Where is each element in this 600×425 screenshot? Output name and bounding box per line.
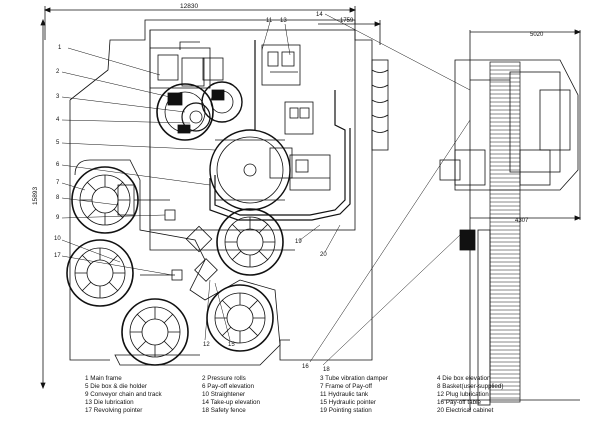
die-box-housing (149, 41, 224, 89)
callout-9: 9 (56, 215, 60, 221)
callout-12: 12 (203, 342, 210, 348)
callout-10: 10 (54, 236, 61, 242)
callout-14: 14 (316, 12, 323, 18)
callout-numbers: 1 2 3 4 5 6 7 8 9 10 11 12 13 14 15 16 1… (54, 12, 330, 373)
callout-7: 7 (56, 180, 60, 186)
payoff-table-outline (74, 159, 281, 366)
callout-8: 8 (56, 195, 60, 201)
straightener (117, 184, 176, 221)
side-drum-rib-lines (490, 65, 520, 399)
conveyor-track (209, 40, 351, 221)
take-up-drum (209, 129, 291, 211)
payoff-basket-3 (66, 239, 134, 307)
payoff-basket-5 (206, 284, 274, 352)
payoff-basket-1 (71, 166, 139, 234)
dimension-overall-width: 12830 (43, 3, 357, 40)
dimension-side-bottom-label: 4307 (515, 218, 529, 224)
callout-6: 6 (56, 162, 60, 168)
dimension-overall-height-label: 15893 (32, 187, 39, 205)
pressure-rolls-assembly (156, 81, 243, 141)
side-view: 5020 4307 (439, 29, 582, 410)
pointing-station (269, 147, 331, 191)
callout-11: 11 (266, 18, 273, 24)
electrical-cabinet (371, 59, 389, 151)
dimension-overall-height: 15893 (32, 18, 46, 390)
callout-15: 15 (228, 342, 235, 348)
leader-lines (61, 13, 471, 366)
callout-3: 3 (56, 94, 60, 100)
payoff-basket-2 (216, 208, 284, 276)
callout-2: 2 (56, 69, 60, 75)
dimension-overall-width-label: 12830 (180, 3, 198, 10)
callout-18: 18 (323, 367, 330, 373)
callout-19: 19 (295, 239, 302, 245)
callout-5: 5 (56, 140, 60, 146)
callout-4: 4 (56, 117, 60, 123)
callout-17: 17 (54, 253, 61, 259)
hydraulic-tank (261, 44, 301, 86)
dimension-right-offset: 1759 (318, 18, 382, 45)
side-drum-ribs (489, 61, 521, 403)
callout-20: 20 (320, 252, 327, 258)
dimension-side-width-label: 5020 (530, 32, 544, 38)
revolving-pointer (140, 225, 218, 282)
hydraulic-pointer (284, 101, 314, 135)
dimension-right-offset-label: 1759 (340, 18, 354, 24)
callout-13: 13 (280, 18, 287, 24)
callout-1: 1 (58, 45, 62, 51)
callout-16: 16 (302, 364, 309, 370)
